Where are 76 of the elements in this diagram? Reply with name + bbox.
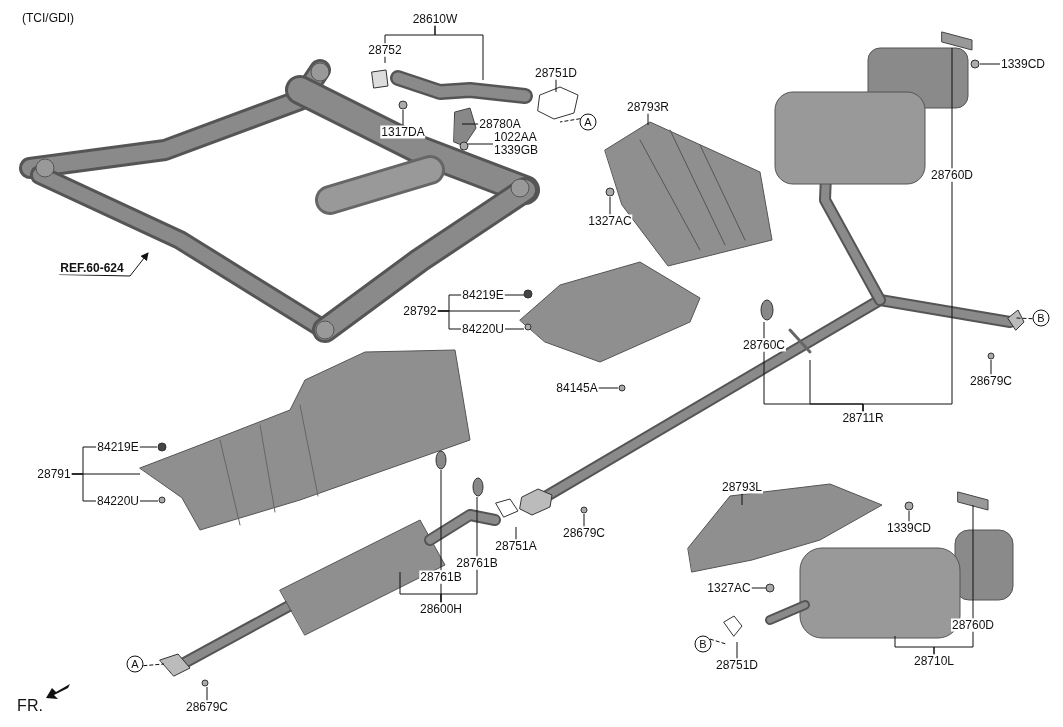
part-number: 28760D <box>951 618 995 632</box>
part-number: 1339CD <box>1000 57 1046 71</box>
part-number: 84220U <box>96 494 140 508</box>
leader-line <box>1015 317 1033 320</box>
part-number: 28751D <box>534 66 578 80</box>
leader-line <box>979 63 1001 65</box>
reference-circle: A <box>579 113 597 131</box>
part-number: 1339CD <box>886 521 932 535</box>
part-number: 28679C <box>969 374 1013 388</box>
part-number: 28761B <box>455 556 499 570</box>
reference-circle: B <box>694 635 712 653</box>
leader-line <box>515 526 517 540</box>
part-number: 1327AC <box>706 581 752 595</box>
leader-line <box>384 25 436 44</box>
leader-line <box>559 118 581 123</box>
leader-line <box>139 446 158 448</box>
leader-line <box>741 493 743 506</box>
part-number: 28610W <box>411 12 459 26</box>
part-number: 28679C <box>562 526 606 540</box>
reference-circle: B <box>1032 309 1050 327</box>
leader-line <box>467 143 494 145</box>
part-number: 84219E <box>96 440 140 454</box>
leader-line <box>763 321 765 339</box>
part-number: 28791 <box>36 467 72 481</box>
leader-line <box>951 47 953 169</box>
part-number: 84219E <box>461 288 505 302</box>
leader-line <box>933 631 974 655</box>
part-number: 1327AC <box>587 214 633 228</box>
leader-line <box>206 686 208 701</box>
variant-note: (TCI/GDI) <box>21 11 75 25</box>
part-number: 1022AA <box>494 131 538 144</box>
leader-line <box>709 638 727 645</box>
reference-circle: A <box>126 655 144 673</box>
leader-line <box>555 79 557 93</box>
part-number: 28760D <box>930 168 974 182</box>
part-number: 1317DA <box>380 125 426 139</box>
part-number: 28793L <box>721 480 763 494</box>
leader-line <box>583 513 585 527</box>
part-number: 28761B <box>419 570 463 584</box>
leader-line <box>461 123 479 125</box>
part-number: 28792 <box>402 304 438 318</box>
part-number: 84145A <box>555 381 599 395</box>
leader-line <box>647 113 649 126</box>
part-number: 28752 <box>367 43 403 57</box>
part-number: 28793R <box>626 100 670 114</box>
part-number: 28711R <box>841 411 885 425</box>
part-number: 28710L <box>913 654 955 668</box>
part-number: 84220U <box>461 322 505 336</box>
leader-line <box>504 294 525 296</box>
leader-line <box>908 510 910 522</box>
leader-line <box>437 310 462 330</box>
leader-line <box>751 587 767 589</box>
direction-label: FR. <box>16 698 44 712</box>
part-number: 28600H <box>419 602 463 616</box>
leader-line <box>598 387 619 389</box>
leader-line <box>972 504 974 619</box>
part-number: 28751D <box>715 658 759 672</box>
leader-line <box>862 181 953 412</box>
reference-label: REF.60-624 <box>59 261 125 275</box>
leader-line <box>139 500 159 502</box>
leader-line <box>440 569 478 603</box>
leader-line <box>402 109 404 126</box>
leader-line <box>440 469 442 571</box>
part-number: 1339GB <box>494 144 538 157</box>
leader-line <box>990 359 992 375</box>
part-number: 28679C <box>185 700 229 714</box>
leader-line <box>504 328 525 330</box>
part-number: 28780A <box>478 117 522 131</box>
part-number: 28760C <box>742 338 786 352</box>
leader-line <box>384 56 386 64</box>
leader-line <box>142 663 165 667</box>
leader-line <box>609 196 611 215</box>
leader-line <box>71 473 97 502</box>
part-number: 28751A <box>494 539 538 553</box>
leader-line <box>476 496 478 557</box>
leader-line <box>736 641 738 659</box>
